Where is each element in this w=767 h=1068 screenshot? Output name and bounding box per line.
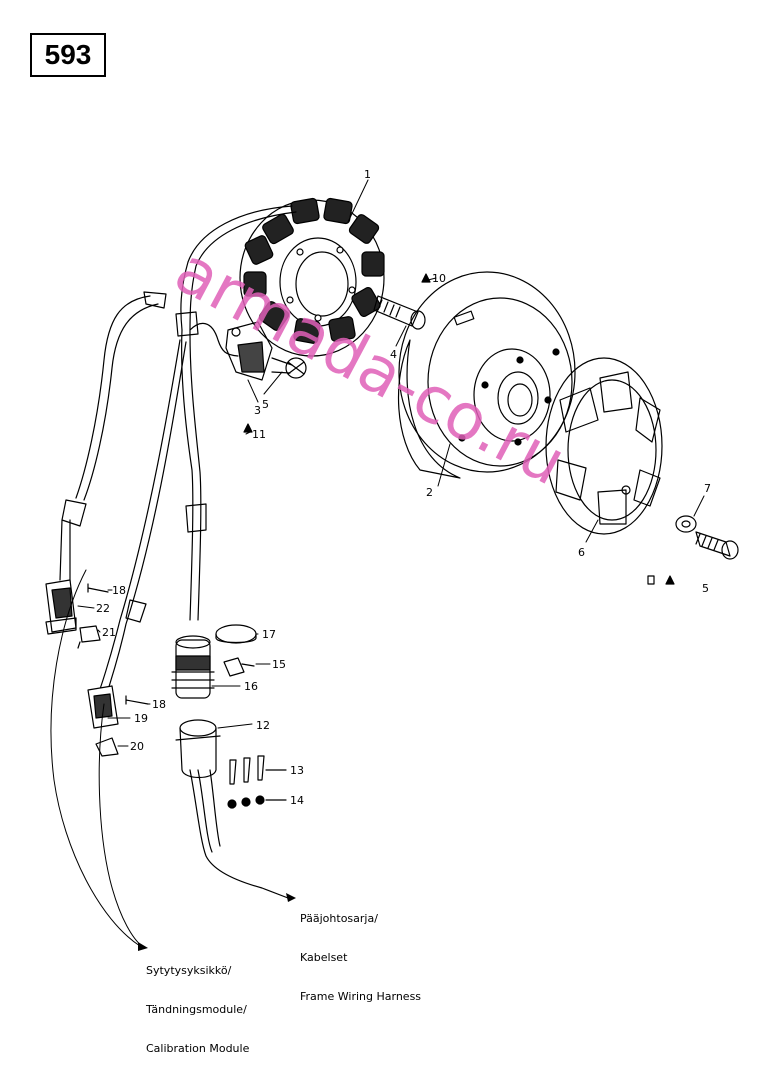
callout-2: 2: [426, 486, 433, 499]
harness-note-line-3: Frame Wiring Harness: [300, 990, 422, 1003]
harness-note-line-2: Kabelset: [300, 951, 348, 964]
callout-7: 7: [704, 482, 711, 495]
callout-1: 1: [364, 168, 371, 181]
module-note-line-2: Tändningsmodule/: [146, 1003, 247, 1016]
callout-14: 14: [290, 794, 304, 807]
exploded-parts-diagram: 1 2 3 4 5 5 6 7 10 11 12 13 14 15 16 17 …: [45, 168, 739, 951]
callout-20: 20: [130, 740, 144, 753]
leader-lines: [50, 179, 705, 947]
callout-18-lower: 18: [152, 698, 166, 711]
callout-6: 6: [578, 546, 585, 559]
callout-15: 15: [272, 658, 286, 671]
callout-3: 3: [254, 404, 261, 417]
page-number-box: 593: [30, 33, 106, 77]
page-number: 593: [44, 39, 92, 70]
callout-5-stator: 5: [262, 398, 269, 411]
flywheel-part: [397, 271, 576, 479]
callout-22: 22: [96, 602, 110, 615]
trigger-coil-part: [225, 321, 273, 433]
module-note-line-1: Sytytysyksikkö/: [146, 964, 232, 977]
harness-note-line-1: Pääjohtosarja/: [300, 912, 378, 925]
grommet-part: [175, 719, 289, 899]
stator-part: [239, 197, 385, 357]
callout-21: 21: [102, 626, 116, 639]
callout-19: 19: [134, 712, 148, 725]
starting-pulley-part: [545, 357, 663, 535]
pulley-hardware-part: [647, 515, 739, 585]
callout-16: 16: [244, 680, 258, 693]
connector-22-part: [45, 579, 109, 649]
callout-17: 17: [262, 628, 276, 641]
callout-10: 10: [432, 272, 446, 285]
callout-5-pulley: 5: [702, 582, 709, 595]
callout-13: 13: [290, 764, 304, 777]
harness-note: Pääjohtosarja/ Kabelset Frame Wiring Har…: [300, 886, 421, 1016]
callout-18-upper: 18: [112, 584, 126, 597]
module-note: Sytytysyksikkö/ Tändningsmodule/ Calibra…: [146, 938, 249, 1068]
callout-11: 11: [252, 428, 266, 441]
callout-4: 4: [390, 348, 397, 361]
wiring-harness: [59, 205, 297, 703]
flywheel-bolt-part: [373, 273, 431, 330]
module-note-line-3: Calibration Module: [146, 1042, 250, 1055]
callout-12: 12: [256, 719, 270, 732]
